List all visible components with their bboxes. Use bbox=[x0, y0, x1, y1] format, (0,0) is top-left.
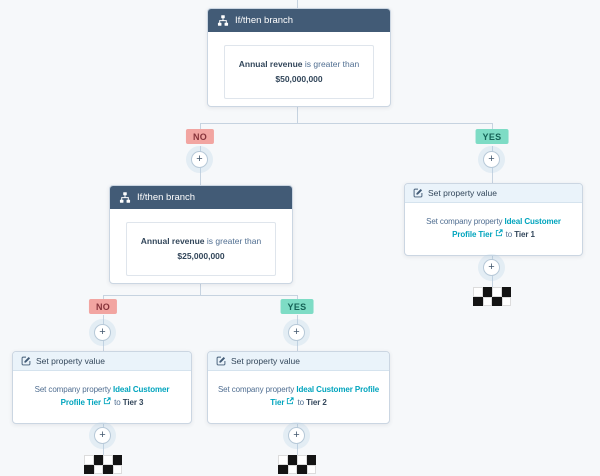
connector-line bbox=[200, 123, 493, 124]
checkered-flag-icon bbox=[84, 455, 122, 474]
condition-value: $25,000,000 bbox=[177, 251, 225, 261]
node-type-label: Set property value bbox=[428, 188, 497, 198]
branch-no-badge: NO bbox=[88, 299, 118, 314]
branch-condition[interactable]: Annual revenue is greater than $25,000,0… bbox=[126, 222, 276, 276]
action-summary: Set company property Ideal Customer Prof… bbox=[405, 203, 582, 255]
connector-line bbox=[200, 123, 201, 131]
plus-icon[interactable]: + bbox=[94, 324, 111, 341]
node-type-label: If/then branch bbox=[137, 192, 196, 203]
plus-icon[interactable]: + bbox=[191, 151, 208, 168]
connector-line bbox=[103, 295, 297, 296]
external-link-icon bbox=[286, 396, 294, 409]
edit-icon bbox=[413, 188, 423, 198]
property-link[interactable]: Ideal Customer Profile Tier bbox=[452, 217, 561, 239]
action-value: Tier 1 bbox=[514, 230, 535, 239]
connector-line bbox=[297, 295, 298, 301]
set-property-node-tier3[interactable]: Set property value Set company property … bbox=[12, 351, 192, 424]
plus-icon[interactable]: + bbox=[483, 151, 500, 168]
action-summary: Set company property Ideal Customer Prof… bbox=[13, 371, 191, 423]
checkered-flag-icon bbox=[473, 287, 511, 306]
set-property-node-tier1[interactable]: Set property value Set company property … bbox=[404, 183, 583, 256]
node-header: Set property value bbox=[13, 352, 191, 371]
branch-no-badge: NO bbox=[185, 129, 215, 144]
plus-icon[interactable]: + bbox=[94, 427, 111, 444]
sitemap-icon bbox=[217, 15, 229, 26]
plus-icon[interactable]: + bbox=[483, 259, 500, 276]
plus-icon[interactable]: + bbox=[288, 324, 305, 341]
connector-line bbox=[103, 295, 104, 301]
plus-icon[interactable]: + bbox=[288, 427, 305, 444]
edit-icon bbox=[216, 356, 226, 366]
branch-yes-badge: YES bbox=[280, 299, 314, 314]
action-to: to bbox=[297, 398, 305, 407]
sitemap-icon bbox=[119, 192, 131, 203]
action-to: to bbox=[114, 398, 121, 407]
node-type-label: If/then branch bbox=[235, 15, 294, 26]
node-type-label: Set property value bbox=[231, 356, 300, 366]
condition-operator: is greater than bbox=[302, 59, 360, 69]
property-link[interactable]: Ideal Customer Profile Tier bbox=[60, 385, 170, 407]
action-prefix: Set company property bbox=[426, 217, 503, 226]
connector-line bbox=[297, 0, 298, 8]
property-link[interactable]: Ideal Customer Profile Tier bbox=[270, 385, 380, 407]
set-property-node-tier2[interactable]: Set property value Set company property … bbox=[207, 351, 390, 424]
connector-line bbox=[200, 282, 201, 295]
connector-line bbox=[492, 123, 493, 131]
action-summary: Set company property Ideal Customer Prof… bbox=[208, 371, 389, 423]
node-header: Set property value bbox=[208, 352, 389, 371]
condition-operator: is greater than bbox=[204, 236, 262, 246]
condition-property: Annual revenue bbox=[238, 59, 303, 69]
branch-condition[interactable]: Annual revenue is greater than $50,000,0… bbox=[224, 45, 374, 99]
action-value: Tier 3 bbox=[122, 398, 144, 407]
action-prefix: Set company property bbox=[217, 385, 295, 394]
action-to: to bbox=[505, 230, 513, 239]
action-prefix: Set company property bbox=[34, 385, 111, 394]
condition-value: $50,000,000 bbox=[275, 74, 323, 84]
edit-icon bbox=[21, 356, 31, 366]
condition-property: Annual revenue bbox=[140, 236, 205, 246]
node-header: If/then branch bbox=[110, 186, 292, 209]
node-header: Set property value bbox=[405, 184, 582, 203]
connector-line bbox=[297, 105, 298, 123]
node-header: If/then branch bbox=[208, 9, 390, 32]
branch-yes-badge: YES bbox=[475, 129, 509, 144]
checkered-flag-icon bbox=[278, 455, 316, 474]
external-link-icon bbox=[495, 228, 503, 241]
if-then-branch-node-2[interactable]: If/then branch Annual revenue is greater… bbox=[109, 185, 293, 284]
external-link-icon bbox=[103, 396, 111, 409]
action-value: Tier 2 bbox=[306, 398, 327, 407]
if-then-branch-node-1[interactable]: If/then branch Annual revenue is greater… bbox=[207, 8, 391, 107]
node-type-label: Set property value bbox=[36, 356, 105, 366]
